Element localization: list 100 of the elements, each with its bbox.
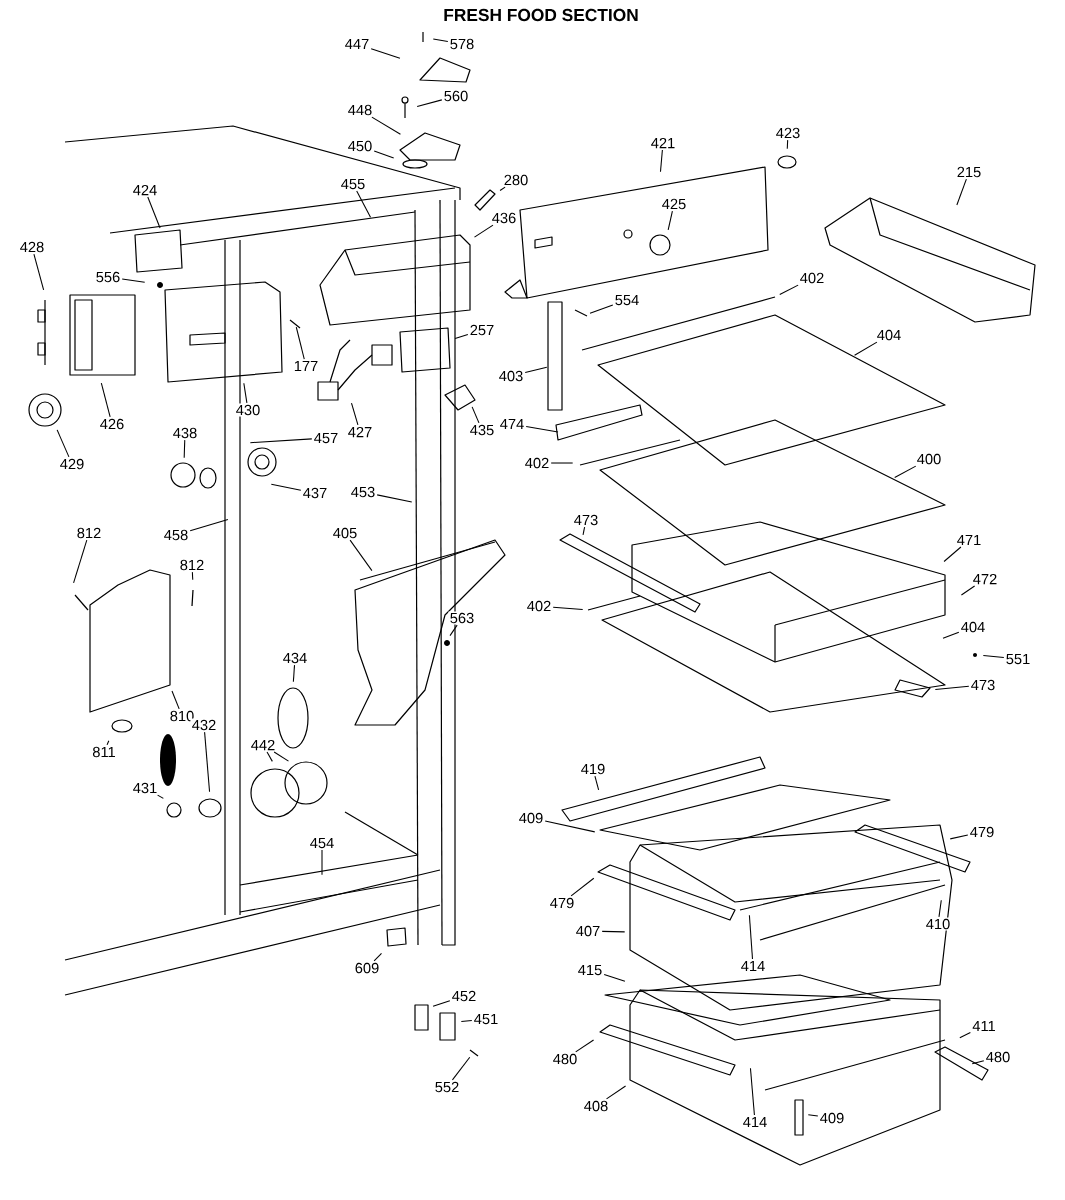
leader-line [183, 439, 186, 459]
leader-line [982, 655, 1005, 659]
callout-number: 409 [517, 811, 545, 825]
callout-number: 428 [18, 240, 46, 254]
leader-line [471, 406, 480, 424]
leader-line [106, 740, 110, 746]
callout-number: 423 [774, 126, 802, 140]
callout-number: 177 [292, 359, 320, 373]
leader-line [956, 178, 967, 206]
leader-line [370, 48, 401, 59]
leader-line [589, 304, 614, 314]
leader-line [601, 930, 626, 933]
callout-number: 421 [649, 136, 677, 150]
callout-number: 419 [579, 762, 607, 776]
callout-number: 431 [131, 781, 159, 795]
callout-number: 437 [301, 486, 329, 500]
leader-line [376, 494, 413, 503]
leader-line [249, 438, 313, 444]
leader-line [292, 664, 296, 683]
callout-number: 452 [450, 989, 478, 1003]
leader-line [33, 253, 45, 291]
callout-number: 609 [353, 961, 381, 975]
callout-number: 474 [498, 417, 526, 431]
leader-line [449, 624, 458, 637]
callout-number: 408 [582, 1099, 610, 1113]
callout-number: 438 [171, 426, 199, 440]
callout-number: 551 [1004, 652, 1032, 666]
callout-number: 448 [346, 103, 374, 117]
leader-line [432, 1000, 451, 1007]
leader-line [157, 794, 164, 799]
section-title: FRESH FOOD SECTION [444, 8, 638, 22]
callout-number: 563 [448, 611, 476, 625]
callout-number: 442 [249, 738, 277, 752]
callout-number: 414 [739, 959, 767, 973]
leader-line [356, 190, 372, 218]
leader-line [243, 382, 248, 404]
callout-number: 455 [339, 177, 367, 191]
leader-line [295, 326, 305, 360]
callout-number: 556 [94, 270, 122, 284]
leader-line [460, 1019, 473, 1022]
leader-line [373, 952, 383, 962]
leader-line [371, 116, 401, 135]
leader-line [582, 526, 586, 536]
callout-number: 432 [190, 718, 218, 732]
callout-number: 257 [468, 323, 496, 337]
callout-number: 554 [613, 293, 641, 307]
leader-line [667, 210, 673, 231]
callout-number: 434 [281, 651, 309, 665]
callout-number: 425 [660, 197, 688, 211]
callout-number: 458 [162, 528, 190, 542]
callout-number: 426 [98, 417, 126, 431]
leader-line [56, 429, 70, 458]
callout-number: 411 [971, 1019, 998, 1033]
leader-line [432, 38, 449, 43]
callout-number: 447 [343, 37, 371, 51]
leader-line [189, 519, 229, 532]
callout-number: 215 [955, 165, 983, 179]
callout-number: 578 [448, 37, 476, 51]
leader-line [499, 186, 506, 191]
callout-number: 479 [548, 896, 576, 910]
leader-line [960, 585, 976, 596]
callout-number: 457 [312, 431, 340, 445]
callout-number: 404 [959, 620, 987, 634]
leader-line [894, 465, 917, 478]
leader-line [416, 99, 443, 108]
leader-line [575, 1039, 595, 1053]
callout-number: 409 [818, 1111, 846, 1125]
callout-number: 471 [955, 533, 983, 547]
callout-number: 424 [131, 183, 159, 197]
callout-number: 405 [331, 526, 359, 540]
leader-line [949, 834, 969, 840]
callout-number: 451 [472, 1012, 500, 1026]
callout-number: 480 [984, 1050, 1012, 1064]
leader-line [350, 402, 359, 426]
callout-number: 429 [58, 457, 86, 471]
callout-number: 560 [442, 89, 470, 103]
leader-line [349, 539, 373, 572]
leader-line [544, 820, 596, 833]
callout-number: 812 [178, 558, 206, 572]
callout-number: 435 [468, 423, 496, 437]
leader-line [121, 278, 146, 283]
callout-number: 404 [875, 328, 903, 342]
leader-line [749, 1067, 755, 1116]
callout-number: 430 [234, 403, 262, 417]
leader-line [934, 685, 970, 691]
leader-line [473, 224, 494, 238]
callout-number: 400 [915, 452, 943, 466]
callout-number: 403 [497, 369, 525, 383]
callout-number: 552 [433, 1080, 461, 1094]
callout-number: 415 [576, 963, 604, 977]
leader-line [270, 483, 302, 491]
callout-number: 436 [490, 211, 518, 225]
leader-line [373, 150, 395, 159]
leader-line [748, 914, 754, 960]
leader-line [938, 899, 942, 918]
leader-line [550, 462, 574, 464]
leader-line [942, 631, 960, 639]
callout-number: 453 [349, 485, 377, 499]
leader-line [73, 539, 88, 584]
callout-number: 472 [971, 572, 999, 586]
